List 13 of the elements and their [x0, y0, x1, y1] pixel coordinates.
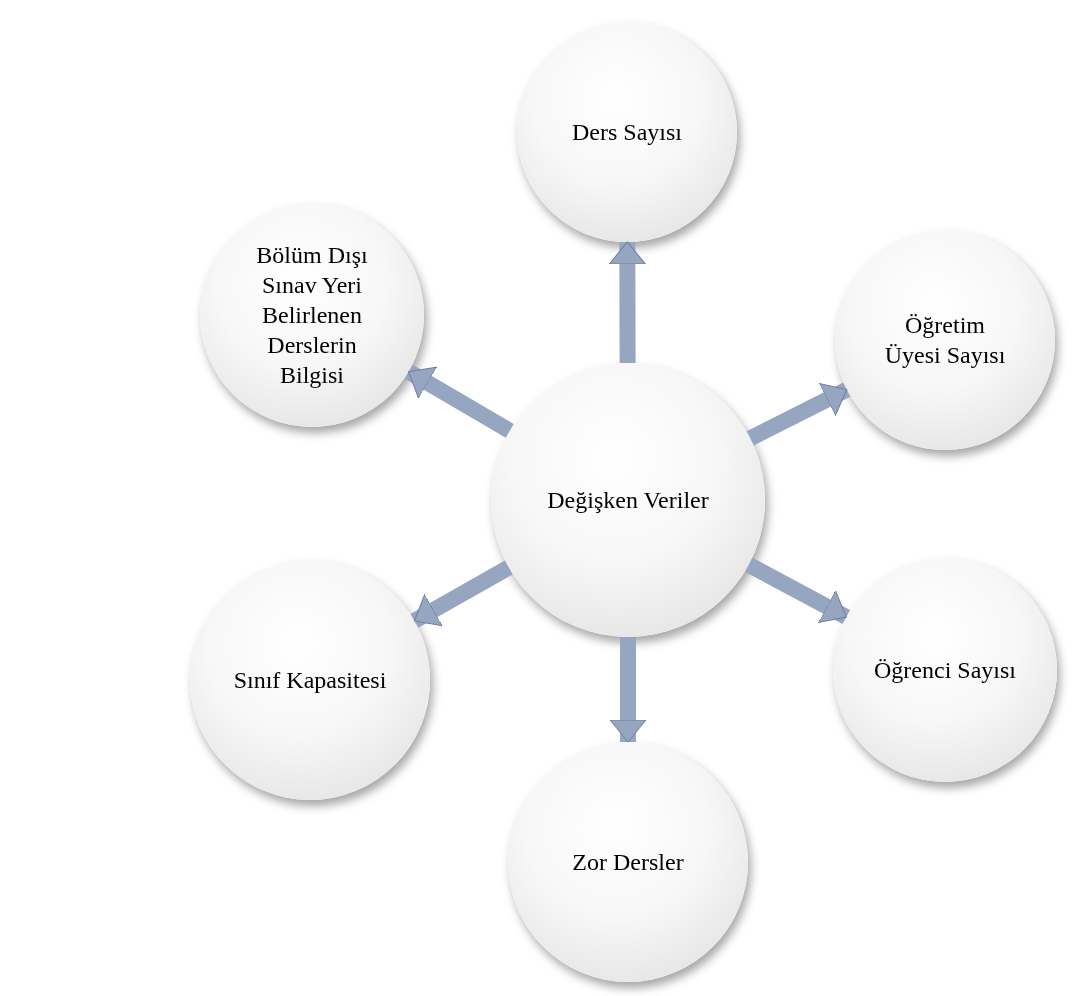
- node-label: Değişken Veriler: [546, 486, 710, 515]
- block-arrow: [746, 382, 851, 446]
- node-label: Ders Sayısı: [571, 118, 683, 147]
- node-label: Zor Dersler: [571, 848, 685, 877]
- node-label: Sınıf Kapasitesi: [232, 666, 388, 695]
- block-arrow: [609, 637, 647, 743]
- block-arrow: [608, 241, 646, 364]
- block-arrow: [410, 560, 513, 628]
- node-label: Öğretim Üyesi Sayısı: [883, 311, 1007, 370]
- node-label: Öğrenci Sayısı: [873, 656, 1017, 685]
- node-label: Bölüm Dışı Sınav Yeri Belirlenen Derslerin Bilgisi: [255, 241, 369, 390]
- block-arrow: [744, 557, 851, 625]
- block-arrow: [404, 364, 514, 438]
